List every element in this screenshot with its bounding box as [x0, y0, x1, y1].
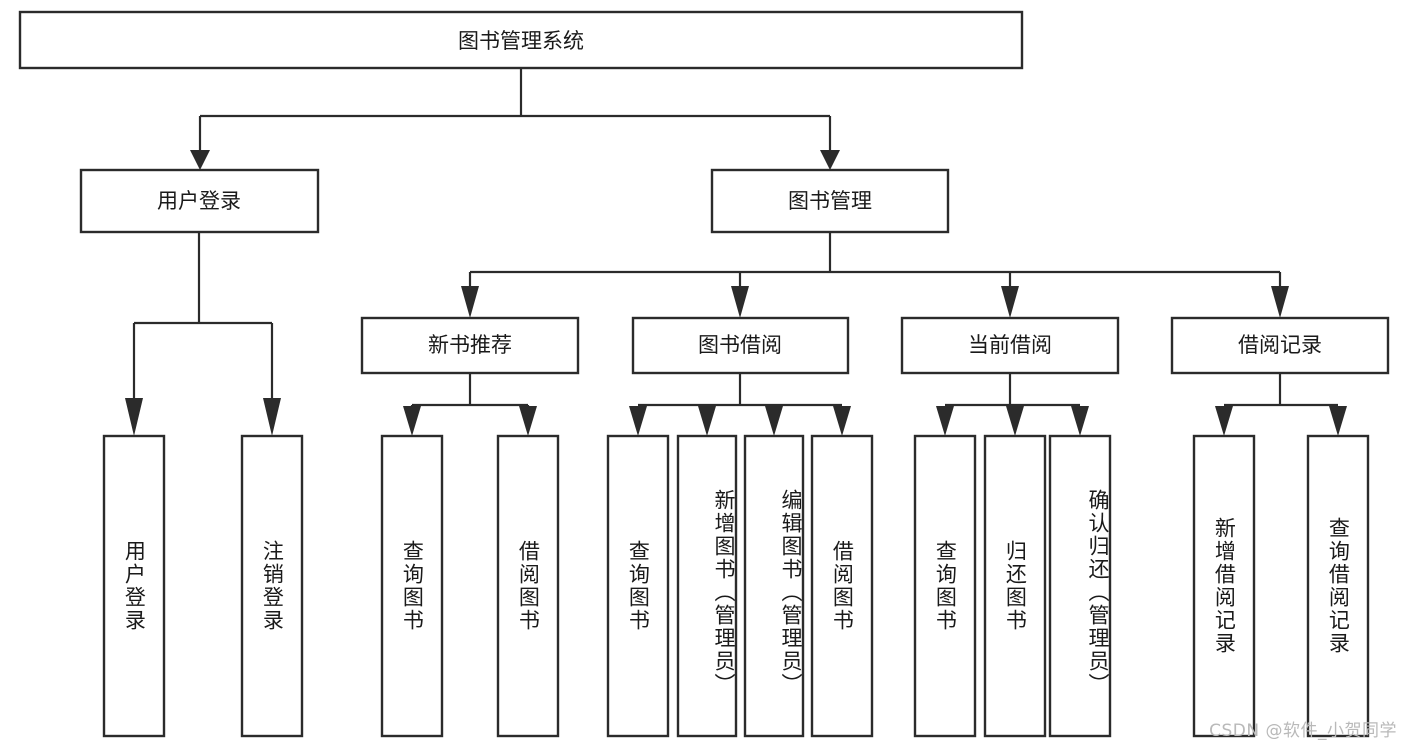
node-current-borrow-box[interactable] — [900, 316, 1120, 375]
arrow-head-leaf-query-book-3 — [936, 406, 954, 436]
arrow-head-book-borrow — [731, 286, 749, 318]
node-user-login-label: 用户登录 — [157, 189, 241, 213]
connector-group-book-borrow-to-leaves — [629, 373, 851, 436]
arrow-head-current-borrow — [1001, 286, 1019, 318]
node-new-book-recommend-box[interactable] — [360, 316, 580, 375]
leaf-query-book-2-box[interactable] — [606, 434, 670, 738]
leaf-borrow-book-1-box[interactable] — [496, 434, 560, 738]
node-book-management[interactable]: 图书管理 — [710, 168, 950, 234]
node-borrow-record[interactable]: 借阅记录 — [1170, 316, 1390, 375]
node-borrow-record-label: 借阅记录 — [1238, 333, 1322, 357]
arrow-head-borrow-record — [1271, 286, 1289, 318]
arrow-head-leaf-edit-book — [765, 406, 783, 436]
leaf-edit-book-label: 编辑图书（管理员） — [779, 488, 803, 696]
arrow-head-leaf-query-book-1 — [403, 406, 421, 436]
node-new-book-recommend[interactable]: 新书推荐 — [360, 316, 580, 375]
arrow-head-leaf-query-record — [1329, 406, 1347, 436]
node-current-borrow-label: 当前借阅 — [968, 333, 1052, 357]
leaf-add-book-box[interactable] — [676, 434, 738, 738]
arrow-head-leaf-return-book — [1006, 406, 1024, 436]
arrow-head-leaf-add-record — [1215, 406, 1233, 436]
connector-group-book-management-to-level3 — [461, 232, 1289, 318]
node-book-borrow[interactable]: 图书借阅 — [631, 316, 850, 375]
leaf-query-book-3-box[interactable] — [913, 434, 977, 738]
leaf-query-record-box[interactable] — [1306, 434, 1370, 738]
leaf-add-book-label: 新增图书（管理员） — [712, 488, 736, 696]
connector-group-user-login-to-leaves — [125, 232, 281, 436]
leaf-query-book-3-label: 查询图书 — [933, 540, 958, 632]
leaf-query-book-2-label: 查询图书 — [626, 540, 651, 632]
leaf-edit-book-box[interactable] — [743, 434, 805, 738]
arrow-head-leaf-confirm-return — [1071, 406, 1089, 436]
leaf-borrow-book-2-box[interactable] — [810, 434, 874, 738]
leaf-return-book-box[interactable] — [983, 434, 1047, 738]
leaf-user-logout-label: 注销登录 — [260, 540, 285, 632]
node-user-login[interactable]: 用户登录 — [79, 168, 320, 234]
leaf-return-book-label: 归还图书 — [1003, 540, 1028, 632]
arrow-head-new-book-recommend — [461, 286, 479, 318]
node-current-borrow[interactable]: 当前借阅 — [900, 316, 1120, 375]
arrow-head-user-login — [190, 150, 210, 170]
leaf-borrow-book-2-label: 借阅图书 — [830, 540, 855, 632]
node-root-box[interactable] — [18, 10, 1024, 70]
connector-group-root-to-level2 — [190, 68, 840, 170]
leaf-borrow-book-1-label: 借阅图书 — [516, 540, 541, 632]
leaf-box-group — [102, 434, 1370, 738]
leaf-user-logout-box[interactable] — [240, 434, 304, 738]
leaf-query-record-label: 查询借阅记录 — [1326, 517, 1351, 655]
node-book-borrow-box[interactable] — [631, 316, 850, 375]
node-root-label: 图书管理系统 — [458, 29, 584, 53]
arrow-head-leaf-borrow-book-1 — [519, 406, 537, 436]
connector-group-borrow-record-to-leaves — [1215, 373, 1347, 436]
leaf-add-record-label: 新增借阅记录 — [1212, 517, 1237, 655]
leaf-confirm-return-box[interactable] — [1048, 434, 1112, 738]
arrow-head-leaf-borrow-book-2 — [833, 406, 851, 436]
node-user-login-box[interactable] — [79, 168, 320, 234]
arrow-head-leaf-user-login — [125, 398, 143, 436]
node-borrow-record-box[interactable] — [1170, 316, 1390, 375]
csdn-watermark: CSDN @软件_小贺同学 — [1209, 721, 1397, 741]
leaf-add-record-box[interactable] — [1192, 434, 1256, 738]
leaf-user-login-label: 用户登录 — [122, 540, 147, 632]
arrow-head-leaf-query-book-2 — [629, 406, 647, 436]
node-book-management-box[interactable] — [710, 168, 950, 234]
node-new-book-recommend-label: 新书推荐 — [428, 333, 512, 357]
node-book-management-label: 图书管理 — [788, 189, 872, 213]
leaf-user-login-box[interactable] — [102, 434, 166, 738]
leaf-confirm-return-label: 确认归还（管理员） — [1086, 488, 1110, 696]
leaf-query-book-1-label: 查询图书 — [400, 540, 425, 632]
leaf-query-book-1-box[interactable] — [380, 434, 444, 738]
node-root[interactable]: 图书管理系统 — [18, 10, 1024, 70]
node-book-borrow-label: 图书借阅 — [698, 333, 782, 357]
connector-group-new-book-to-leaves — [403, 373, 537, 436]
arrow-head-leaf-user-logout — [263, 398, 281, 436]
arrow-head-leaf-add-book — [698, 406, 716, 436]
connector-group-current-borrow-to-leaves — [936, 373, 1089, 436]
arrow-head-book-management — [820, 150, 840, 170]
